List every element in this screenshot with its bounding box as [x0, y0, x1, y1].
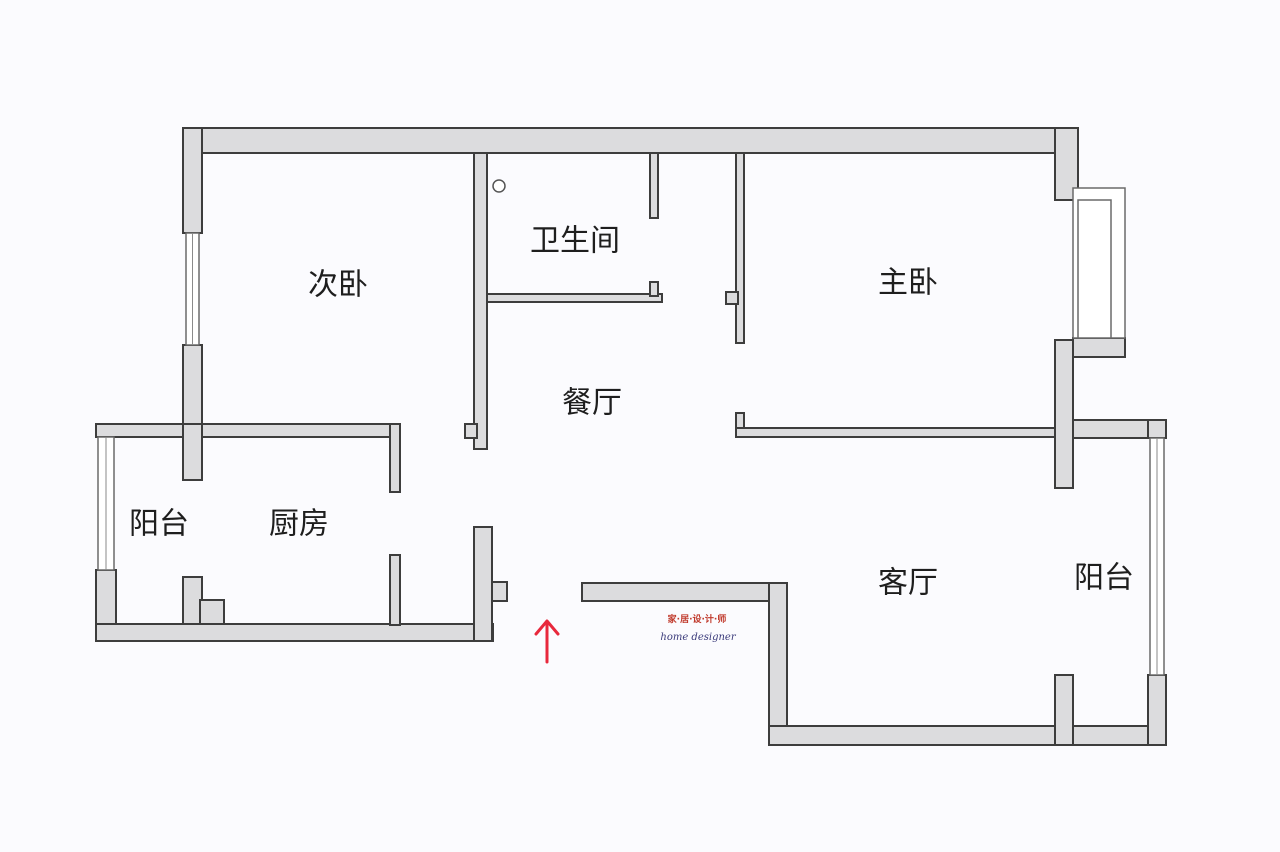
wall-balcony-kitchen [182, 423, 203, 481]
wall-balcony-divider [1054, 674, 1074, 746]
room-label-second-bedroom: 次卧 [308, 268, 368, 303]
wall-kitchen-north [95, 423, 401, 438]
floor-drain-icon [492, 179, 506, 193]
wall-kitchen-east [473, 526, 493, 642]
wall-kitchen-partition [389, 554, 401, 626]
up-arrow-icon [534, 619, 560, 664]
room-label-dining: 餐厅 [562, 386, 622, 421]
room-label-living: 客厅 [878, 566, 938, 601]
wall-master-west [735, 152, 745, 344]
room-label-master-bedroom: 主卧 [878, 266, 938, 301]
watermark-line2: home designer [660, 632, 736, 643]
door-stub-master [725, 291, 739, 305]
wall-living-south [768, 725, 1167, 746]
room-label-balcony-west: 阳台 [129, 507, 189, 542]
wall-balcony-east-lower [1147, 674, 1167, 746]
room-label-balcony-east: 阳台 [1074, 561, 1134, 596]
wall-bedroom2-east [473, 152, 488, 450]
wall-kitchen-north-drop [389, 423, 401, 493]
wall-master-south [735, 427, 1056, 438]
room-label-bathroom: 卫生间 [530, 224, 620, 259]
bay-window-inner [1077, 199, 1112, 339]
watermark-line1: 家·居·设·计·师 [668, 613, 727, 625]
wall-left-upper [182, 127, 203, 234]
walls [95, 127, 1167, 746]
wall-bathroom-east [649, 152, 659, 219]
wall-living-north [581, 582, 788, 602]
wall-right-upper [1054, 127, 1079, 201]
wall-right-lower [1054, 339, 1074, 489]
door-stub-entrance [491, 581, 508, 602]
wall-kitchen-south [95, 623, 494, 642]
wall-top [182, 127, 1079, 154]
watermark: 家·居·设·计·师 home designer [660, 613, 736, 643]
bay-window-frame [1072, 337, 1126, 358]
wall-bathroom-south [486, 293, 663, 303]
door-stub-bedroom2 [464, 423, 478, 439]
room-label-kitchen: 厨房 [269, 507, 329, 542]
room-labels: 次卧 卫生间 主卧 餐厅 阳台 厨房 客厅 阳台 [129, 224, 1134, 601]
wall-balcony-east-upper [1147, 419, 1167, 439]
windows [97, 187, 1165, 676]
wall-living-west [768, 582, 788, 746]
door-stub-bathroom [649, 281, 659, 297]
